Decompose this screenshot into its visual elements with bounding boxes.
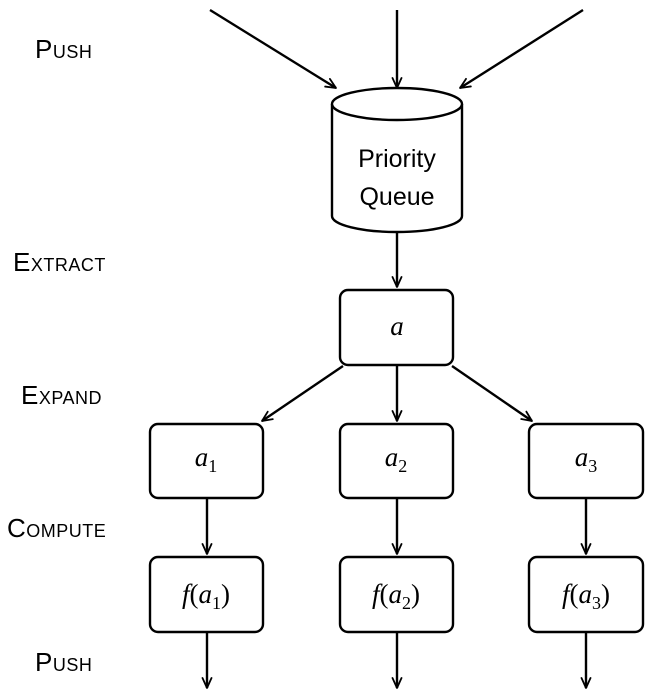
queue-label-line1: Priority	[358, 145, 436, 173]
node-f3-base: a	[579, 579, 593, 609]
node-f-a2: f(a2)	[338, 555, 455, 634]
svg-text:a1: a1	[195, 442, 218, 476]
node-a-base: a	[390, 311, 404, 341]
node-f2-base: a	[389, 579, 403, 609]
node-a1: a1	[148, 422, 265, 500]
arrow-expand-right	[451, 365, 533, 422]
svg-text:a: a	[390, 311, 404, 341]
node-f3-fn: f	[562, 579, 573, 609]
node-f1-open: (	[190, 579, 199, 609]
node-f3-sub: 3	[592, 593, 601, 613]
node-a3-sub: 3	[588, 456, 597, 476]
node-f1-base: a	[199, 579, 213, 609]
node-a: a	[338, 288, 455, 367]
node-f3-open: (	[570, 579, 579, 609]
node-f1-sub: 1	[212, 593, 221, 613]
stage-label-compute: Compute	[7, 513, 107, 543]
node-f1-fn: f	[182, 579, 193, 609]
node-f-a3: f(a3)	[527, 555, 645, 634]
node-f2-fn: f	[372, 579, 383, 609]
node-f2-open: (	[380, 579, 389, 609]
stage-label-push-bottom: Push	[35, 647, 93, 677]
svg-text:f(a3): f(a3)	[562, 579, 610, 613]
stage-label-push-top: Push	[35, 34, 93, 64]
node-a2-sub: 2	[398, 456, 407, 476]
node-a2: a2	[338, 422, 455, 500]
node-a1-base: a	[195, 442, 209, 472]
arrow-push-right	[459, 8, 584, 90]
node-f3-close: )	[601, 579, 610, 609]
node-f-a1: f(a1)	[148, 555, 265, 634]
node-a3-base: a	[575, 442, 589, 472]
svg-text:a3: a3	[575, 442, 598, 476]
node-f2-close: )	[411, 579, 420, 609]
queue-label-line2: Queue	[359, 183, 434, 211]
arrow-push-left	[209, 8, 337, 90]
node-a3: a3	[527, 422, 645, 500]
svg-text:a2: a2	[385, 442, 408, 476]
stage-label-extract: Extract	[13, 247, 106, 277]
node-a1-sub: 1	[208, 456, 217, 476]
arrow-expand-left	[261, 365, 344, 422]
stage-label-expand: Expand	[21, 380, 103, 410]
svg-text:f(a1): f(a1)	[182, 579, 230, 613]
svg-text:f(a2): f(a2)	[372, 579, 420, 613]
priority-queue-cylinder: Priority Queue	[330, 86, 464, 234]
node-f2-sub: 2	[402, 593, 411, 613]
node-f1-close: )	[221, 579, 230, 609]
node-a2-base: a	[385, 442, 399, 472]
